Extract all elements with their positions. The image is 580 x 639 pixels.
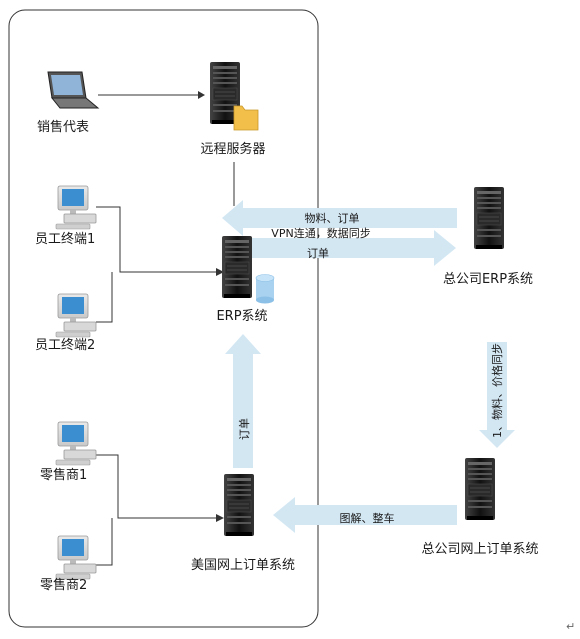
label-remote-server: 远程服务器 — [200, 142, 266, 157]
pc-icon-retailer-1 — [55, 421, 97, 466]
arrowhead-remote — [198, 91, 205, 99]
line-terminal1 — [96, 206, 222, 273]
edge-label-hq-erp-to-hq-online: 1、物料、价格同步 — [491, 343, 504, 438]
label-hq-online-order-system: 总公司网上订单系统 — [421, 542, 539, 557]
hq-erp-server-icon — [473, 186, 505, 250]
pc-icon-terminal-2 — [55, 293, 97, 338]
laptop-icon — [47, 71, 100, 109]
line-retailer1 — [96, 454, 222, 519]
arrow-us-to-erp — [225, 334, 261, 468]
label-hq-erp-system: 总公司ERP系统 — [442, 272, 534, 287]
edge-label-us-to-erp: 订单 — [238, 418, 251, 440]
label-retailer-1: 零售商1 — [40, 468, 88, 483]
line-retailer2 — [96, 518, 113, 566]
hq-order-server-icon — [464, 457, 496, 521]
label-retailer-2: 零售商2 — [40, 578, 88, 593]
arrow-hq-erp-to-hq-online — [479, 342, 515, 448]
edge-label-vpn: VPN连通，数据同步 — [271, 227, 371, 240]
pc-icon-terminal-1 — [55, 185, 97, 230]
us-order-server-icon — [223, 473, 255, 537]
line-terminal2 — [96, 272, 113, 323]
edge-label-erp-to-hq: 订单 — [307, 247, 329, 260]
arrow-hq-to-erp — [222, 200, 457, 236]
remote-server-icon — [209, 61, 259, 131]
label-erp-system: ERP系统 — [216, 309, 268, 324]
edge-label-hq-to-erp: 物料、订单 — [304, 212, 360, 225]
label-sales-rep: 销售代表 — [37, 120, 90, 135]
arrow-hq-online-to-us — [273, 497, 457, 533]
pc-icon-retailer-2 — [55, 535, 97, 580]
edge-label-hq-online-to-us: 图解、整车 — [339, 512, 395, 525]
arrowhead-us-order — [216, 514, 224, 522]
erp-server-icon — [221, 235, 275, 304]
arrow-erp-to-hq — [234, 230, 456, 266]
site-boundary — [8, 9, 319, 628]
page-end-mark: ↵ — [566, 620, 576, 633]
label-employee-terminal-1: 员工终端1 — [35, 232, 96, 247]
arrowhead-erp — [216, 268, 224, 276]
label-us-online-order-system: 美国网上订单系统 — [190, 558, 296, 573]
label-employee-terminal-2: 员工终端2 — [35, 338, 96, 353]
